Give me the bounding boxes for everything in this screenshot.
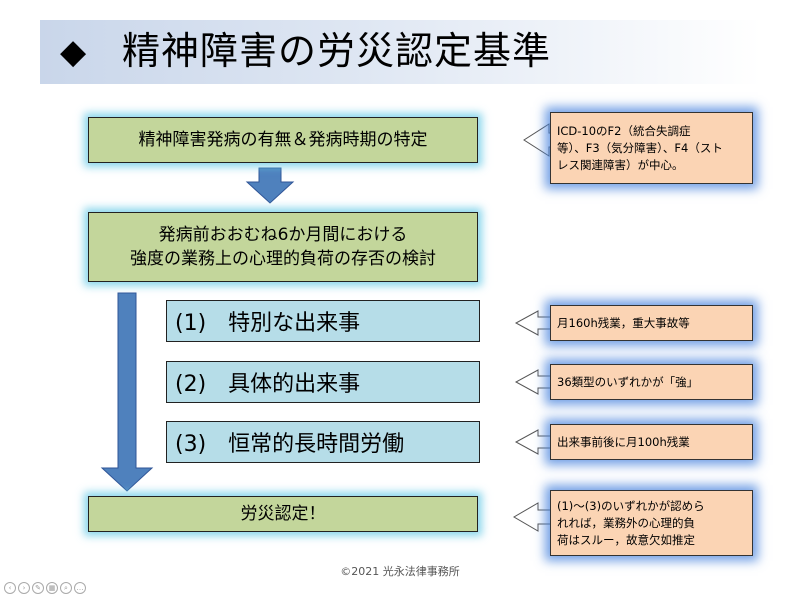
note5-line3: 荷はスルー，故意欠如推定 <box>557 532 695 547</box>
title-diamond-icon: ◆ <box>60 32 87 72</box>
note1-box: ICD-10のF2（統合失調症 等）、F3（気分障害）、F4（スト レス関連障害… <box>550 112 753 184</box>
note1-line1: ICD-10のF2（統合失調症 <box>557 123 691 138</box>
note5-line1: (1)〜(3)のいずれかが認めら <box>557 498 705 513</box>
down-arrow-long <box>100 292 154 492</box>
item1-text: (1) 特別な出来事 <box>175 311 361 336</box>
note5-box: (1)〜(3)のいずれかが認めら れれば，業務外の心理的負 荷はスルー，故意欠如… <box>550 490 753 556</box>
final-text: 労災認定！ <box>240 504 326 524</box>
title-band <box>40 20 762 84</box>
pen-icon[interactable]: ✎ <box>32 582 44 594</box>
prev-icon[interactable]: ‹ <box>4 582 16 594</box>
next-icon[interactable]: › <box>18 582 30 594</box>
step1-text: 精神障害発病の有無＆発病時期の特定 <box>138 130 428 150</box>
note3-box: 36類型のいずれかが「強」 <box>550 364 753 400</box>
note2-text: 月160h残業，重大事故等 <box>557 315 690 330</box>
item2-text: (2) 具体的出来事 <box>175 372 361 397</box>
step1-box: 精神障害発病の有無＆発病時期の特定 <box>88 117 478 163</box>
slide-title: 精神障害の労災認定基準 <box>122 29 552 73</box>
note5-line2: れれば，業務外の心理的負 <box>557 515 695 530</box>
item3-text: (3) 恒常的長時間労働 <box>175 432 405 457</box>
step2-line1: 発病前おおむね6か月間における <box>158 225 408 245</box>
note1-line2: 等）、F3（気分障害）、F4（スト <box>557 140 723 155</box>
note3-text: 36類型のいずれかが「強」 <box>557 374 699 389</box>
zoom-icon[interactable]: ⌕ <box>60 582 72 594</box>
left-arrow-note2 <box>514 310 553 336</box>
note4-box: 出来事前後に月100h残業 <box>550 424 753 460</box>
note1-line3: レス関連障害）が中心。 <box>557 157 684 172</box>
item3-box: (3) 恒常的長時間労働 <box>166 421 480 463</box>
step2-box: 発病前おおむね6か月間における 強度の業務上の心理的負荷の存否の検討 <box>88 212 478 282</box>
note4-text: 出来事前後に月100h残業 <box>557 434 690 449</box>
note2-box: 月160h残業，重大事故等 <box>550 305 753 341</box>
step2-line2: 強度の業務上の心理的負荷の存否の検討 <box>130 249 436 269</box>
final-box: 労災認定！ <box>88 496 478 532</box>
slides-icon[interactable]: ▦ <box>46 582 58 594</box>
copyright-footer: ©2021 光永法律事務所 <box>340 565 460 578</box>
left-arrow-note4 <box>514 429 553 455</box>
down-arrow-small <box>245 167 295 204</box>
left-arrow-note3 <box>514 369 553 395</box>
slideshow-controls: ‹ › ✎ ▦ ⌕ … <box>4 582 86 594</box>
left-arrow-note5 <box>513 502 553 532</box>
item2-box: (2) 具体的出来事 <box>166 361 480 403</box>
item1-box: (1) 特別な出来事 <box>166 300 480 342</box>
more-icon[interactable]: … <box>74 582 86 594</box>
